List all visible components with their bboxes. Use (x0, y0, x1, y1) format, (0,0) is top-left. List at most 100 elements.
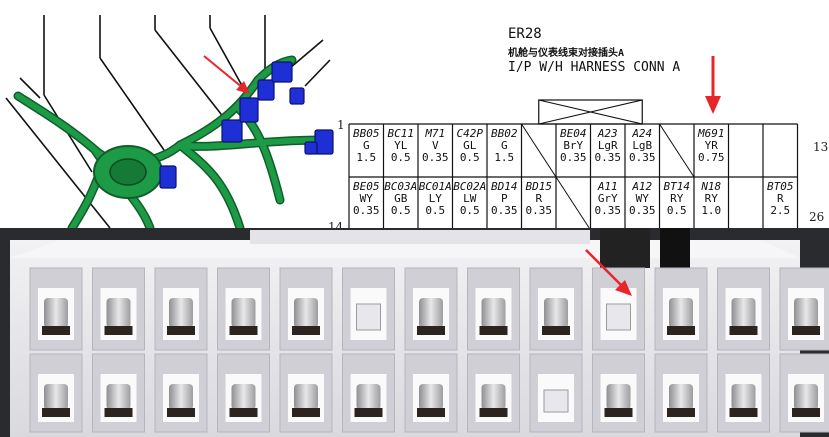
pin-number-13: 13 (813, 140, 829, 154)
pin-color: LgB (632, 139, 653, 152)
pin-color: YR (704, 139, 718, 152)
leader-lines (5, 15, 331, 229)
pin-circuit: BE05 (353, 180, 380, 193)
pin-size: 0.5 (666, 204, 687, 217)
blue-connectors (159, 61, 334, 189)
terminal-cavity (654, 353, 708, 433)
grommet (93, 145, 163, 199)
terminal-cavity (92, 267, 145, 351)
pin-color: LY (428, 192, 442, 205)
pin-color: GrY (597, 192, 618, 205)
pin-circuit: BC01A (418, 180, 452, 193)
pin-color: V (431, 139, 439, 152)
pin-color: RY (704, 192, 718, 205)
pin-circuit: BC11 (387, 127, 415, 140)
terminal-cavity (92, 353, 145, 433)
pin-size: 0.35 (594, 204, 622, 217)
pin-size: 0.5 (390, 151, 411, 164)
terminal-cavity (529, 353, 583, 433)
callout-arrow (203, 55, 250, 94)
pin-size: 0.5 (459, 151, 480, 164)
pin-color: LgR (597, 139, 618, 152)
pin-size: 0.35 (629, 151, 656, 164)
pin-circuit: M691 (698, 127, 725, 140)
pin-color: P (500, 192, 508, 205)
pin-color: G (500, 139, 508, 152)
pin-size: 0.5 (390, 204, 411, 217)
terminal-cavity (404, 267, 458, 351)
pin-circuit: BT05 (767, 180, 794, 193)
pin-circuit: M71 (425, 127, 446, 140)
terminal-cavity (279, 353, 333, 433)
pin-color: LW (463, 192, 477, 205)
terminal-cavity (154, 267, 208, 351)
pin-circuit: BC02A (453, 180, 487, 193)
pin-color: YL (394, 139, 408, 152)
terminal-cavity (217, 267, 270, 351)
pin-size: 0.5 (459, 204, 480, 217)
terminal-cavity (592, 353, 645, 433)
terminal-cavity (154, 353, 208, 433)
terminal-cavity (529, 267, 583, 351)
connector-pinout-diagram: ER28 机舱与仪表线束对接插头A I/P W/H HARNESS CONN A… (328, 0, 829, 234)
pin-color: R (776, 192, 784, 205)
pin-number-26: 26 (809, 210, 825, 224)
terminal-cavity (467, 353, 520, 433)
pin-circuit: BB05 (353, 127, 380, 140)
pin-size: 0.35 (353, 204, 380, 217)
photo-callout-arrow (585, 249, 632, 296)
pin-circuit: BT14 (663, 180, 691, 193)
pin-color: GL (463, 139, 477, 152)
pin-size: 0.5 (425, 204, 446, 217)
connector-english-name: I/P W/H HARNESS CONN A (508, 60, 681, 75)
pin-size: 1.5 (356, 151, 377, 164)
terminal-cavity (29, 267, 83, 351)
pin-size: 0.35 (560, 151, 587, 164)
terminal-cavity (467, 267, 520, 351)
pin-size: 1.5 (494, 151, 515, 164)
terminal-cavity (779, 353, 829, 433)
terminal-cavity (717, 267, 770, 351)
pin-circuit: N18 (701, 180, 722, 193)
terminal-cavity (717, 353, 770, 433)
pin-circuit: BB02 (491, 127, 518, 140)
pin-color: G (362, 139, 370, 152)
pin-color: GB (394, 192, 408, 205)
pin-color: WY (635, 192, 649, 205)
pin-size: 2.5 (770, 204, 791, 217)
pin-color: WY (359, 192, 373, 205)
harness-wires (15, 57, 323, 231)
pin-circuit: BD15 (525, 180, 553, 193)
pin-size: 0.35 (629, 204, 656, 217)
pin-size: 0.75 (698, 151, 725, 164)
terminal-cavity (29, 353, 83, 433)
terminal-cavity (779, 267, 829, 351)
pin-circuit: BC03A (384, 180, 418, 193)
pin-circuit: BD14 (491, 180, 518, 193)
connector-photo (0, 228, 829, 437)
terminal-cavity (217, 353, 270, 433)
pin-color: RY (670, 192, 684, 205)
harness-routing-drawing (0, 0, 335, 233)
pin-callout-arrow (705, 56, 721, 114)
terminal-cavity (654, 267, 708, 351)
terminal-cavity (279, 267, 333, 351)
connector-photo-render (10, 228, 829, 437)
pin-size: 0.35 (594, 151, 622, 164)
connector-id: ER28 (508, 26, 542, 42)
pin-size: 0.35 (422, 151, 449, 164)
pin-circuit: BE04 (560, 127, 587, 140)
pin-circuit: A24 (632, 127, 653, 140)
